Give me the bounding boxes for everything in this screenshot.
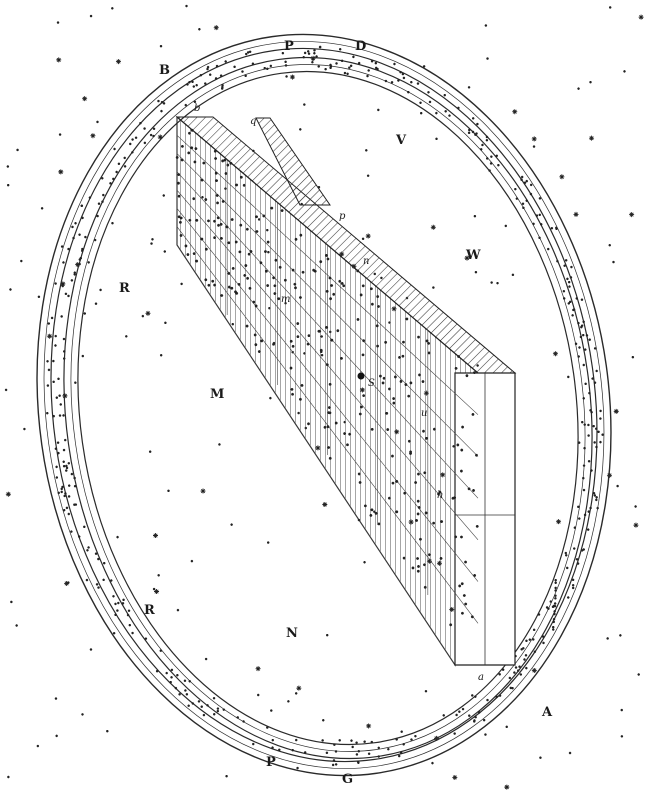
label-slab-m: m: [281, 294, 290, 305]
label-slab-p: p: [339, 211, 346, 222]
label-p-bottom: P: [266, 755, 276, 770]
label-slab-a: a: [478, 672, 484, 683]
label-b: B: [159, 63, 170, 78]
inner-ring: [63, 56, 593, 760]
label-m: M: [210, 387, 224, 402]
slab-stars: [175, 128, 479, 627]
slab-fin: [255, 117, 331, 206]
label-slab-u: u: [421, 408, 427, 419]
label-slab-n: n: [363, 256, 369, 267]
figure-labels: P D B V W R R M N A P G b q p n m S u h …: [119, 39, 553, 787]
label-slab-q: q: [250, 116, 256, 127]
label-top-right: D: [355, 39, 366, 54]
label-a: A: [541, 705, 553, 720]
label-v: V: [395, 133, 407, 148]
label-slab-s: S: [368, 378, 375, 389]
sun-marker: [357, 372, 365, 380]
label-w: W: [465, 248, 481, 263]
label-slab-h: h: [437, 490, 443, 501]
star-stratum-slab: [175, 115, 517, 667]
ring-stars: [46, 45, 604, 767]
label-r-upper: R: [119, 281, 130, 296]
label-g: G: [342, 772, 353, 787]
label-top-left: P: [284, 39, 294, 54]
label-n: N: [286, 626, 298, 641]
label-slab-b: b: [194, 103, 200, 114]
label-r-lower: R: [144, 603, 155, 618]
